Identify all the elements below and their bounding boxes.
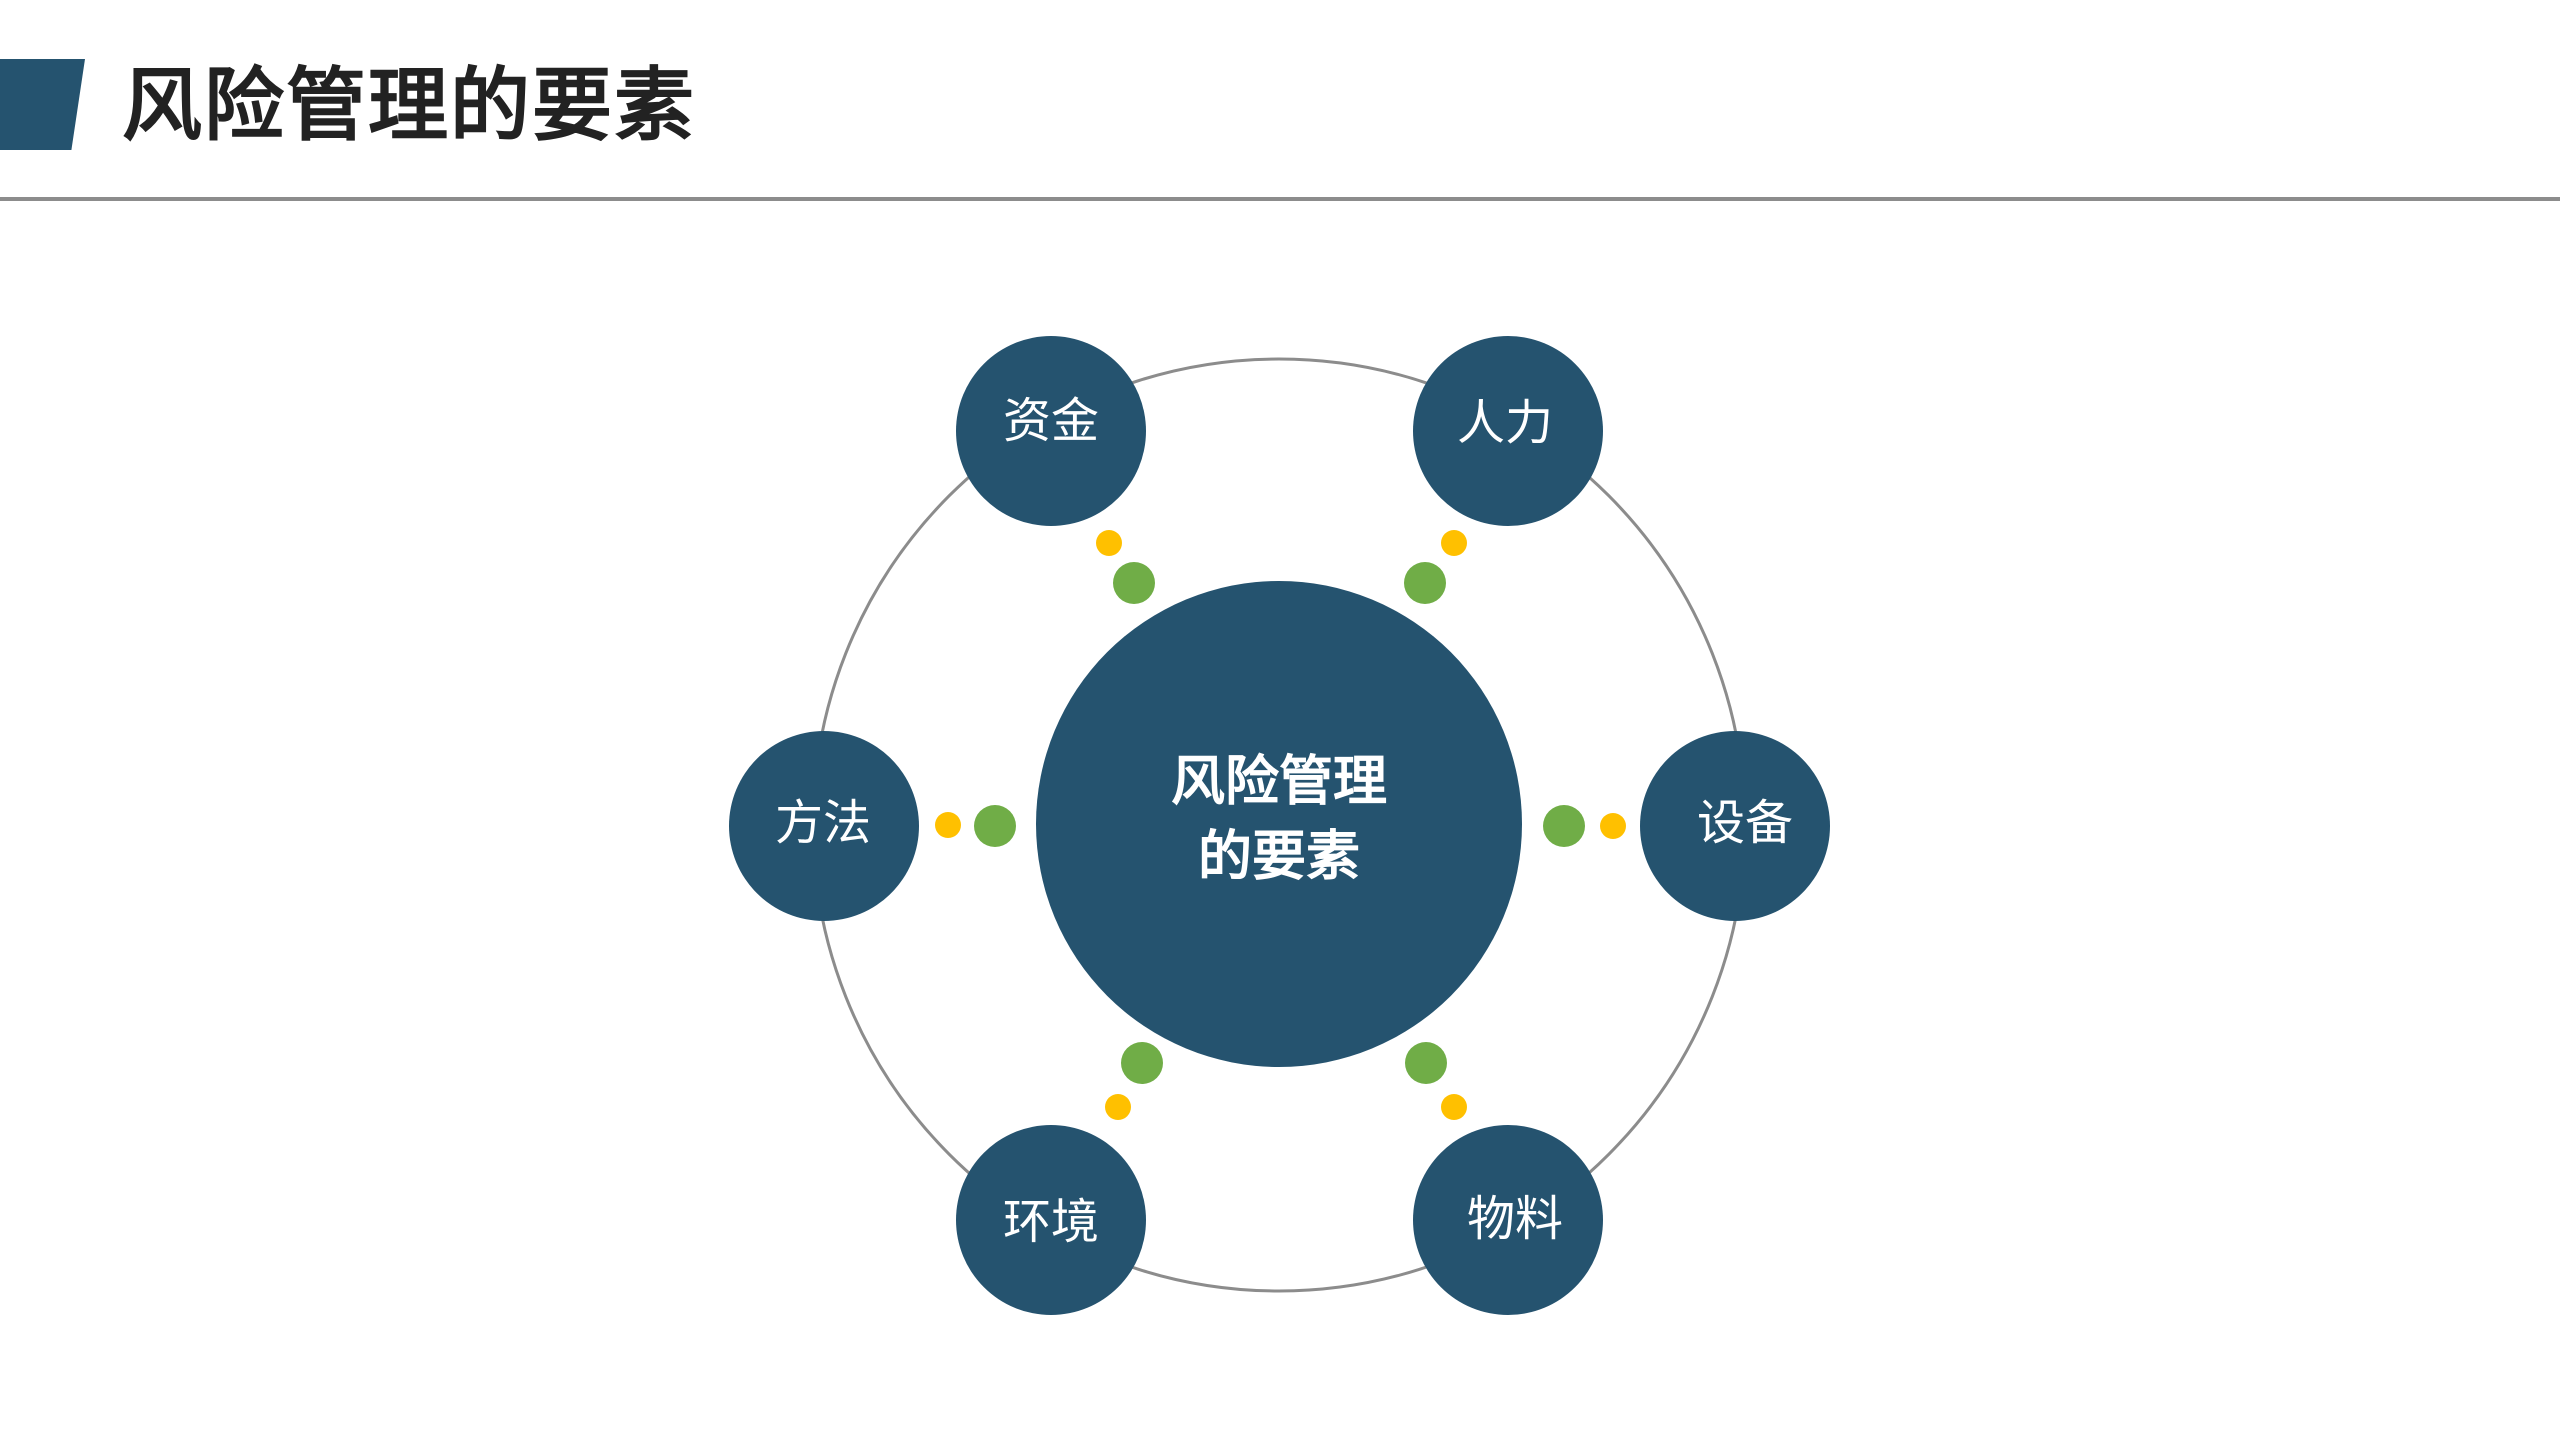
node-manpower: 人力 [1413, 336, 1603, 526]
connector-dot-environment-large [1121, 1042, 1163, 1084]
node-equipment: 设备 [1640, 731, 1830, 921]
node-circle [956, 336, 1146, 526]
node-funds: 资金 [956, 336, 1146, 526]
node-method: 方法 [729, 731, 919, 921]
node-label: 人力 [1457, 395, 1553, 451]
connector-dot-environment-small [1105, 1094, 1131, 1120]
connector-dots [935, 530, 1626, 1120]
page-title: 风险管理的要素 [122, 58, 696, 152]
node-environment: 环境 [956, 1125, 1146, 1315]
connector-dot-materials-small [1441, 1094, 1467, 1120]
header-divider [0, 197, 2560, 201]
node-label: 环境 [1003, 1194, 1099, 1250]
connector-dot-manpower-large [1404, 562, 1446, 604]
node-label: 物料 [1467, 1191, 1563, 1247]
connector-dot-equipment-large [1543, 805, 1585, 847]
node-circle [729, 731, 919, 921]
node-circle [1640, 731, 1830, 921]
node-materials: 物料 [1413, 1125, 1603, 1315]
connector-dot-funds-small [1096, 530, 1122, 556]
node-circle [1413, 1125, 1603, 1315]
connector-dot-funds-large [1113, 562, 1155, 604]
center-label-line1: 风险管理 [1171, 750, 1387, 813]
connector-dot-materials-large [1405, 1042, 1447, 1084]
center-circle [1036, 581, 1522, 1067]
node-circle [956, 1125, 1146, 1315]
connector-dot-method-small [935, 812, 961, 838]
connector-dot-equipment-small [1600, 813, 1626, 839]
node-label: 方法 [775, 795, 871, 851]
center-label-line2: 的要素 [1198, 825, 1360, 888]
center-hub: 风险管理 的要素 [1036, 581, 1522, 1067]
title-accent-bar [0, 59, 85, 150]
node-circle [1413, 336, 1603, 526]
connector-dot-manpower-small [1441, 530, 1467, 556]
node-label: 设备 [1697, 795, 1793, 851]
connector-dot-method-large [974, 805, 1016, 847]
node-label: 资金 [1003, 393, 1099, 449]
